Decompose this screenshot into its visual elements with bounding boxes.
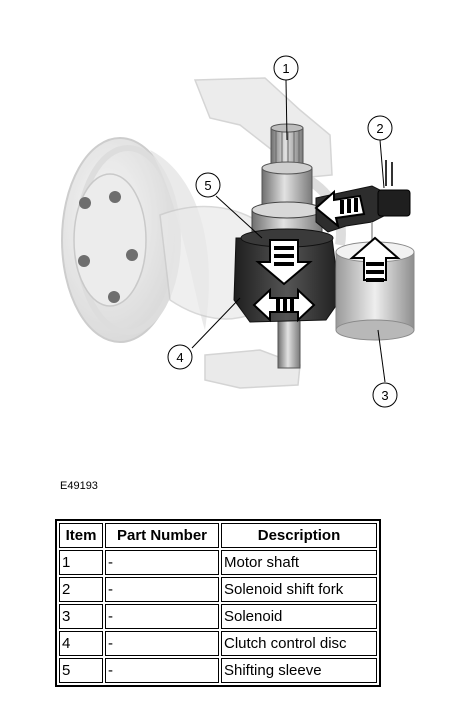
cell-item: 3 — [59, 604, 103, 629]
svg-text:3: 3 — [381, 388, 388, 403]
cell-description: Solenoid — [221, 604, 377, 629]
svg-text:5: 5 — [204, 178, 211, 193]
cell-description: Clutch control disc — [221, 631, 377, 656]
table-row: 5 - Shifting sleeve — [59, 658, 377, 683]
cell-item: 2 — [59, 577, 103, 602]
column-header-item: Item — [59, 523, 103, 548]
svg-text:4: 4 — [176, 350, 183, 365]
callout-3: 3 — [372, 382, 398, 408]
cell-part-number: - — [105, 577, 219, 602]
figure-id: E49193 — [60, 480, 98, 492]
column-header-description: Description — [221, 523, 377, 548]
callout-5: 5 — [195, 172, 221, 198]
cell-part-number: - — [105, 631, 219, 656]
arrow-left-right-icon — [252, 287, 316, 323]
svg-text:1: 1 — [282, 61, 289, 76]
column-header-part-number: Part Number — [105, 523, 219, 548]
cell-item: 4 — [59, 631, 103, 656]
cell-part-number: - — [105, 604, 219, 629]
cell-description: Shifting sleeve — [221, 658, 377, 683]
arrow-down-icon — [255, 239, 313, 286]
cell-description: Motor shaft — [221, 550, 377, 575]
component-illustration: 1 2 3 4 5 — [61, 55, 415, 408]
wheel-stud-group — [78, 191, 138, 303]
cell-item: 5 — [59, 658, 103, 683]
cell-part-number: - — [105, 658, 219, 683]
cell-part-number: - — [105, 550, 219, 575]
cell-description: Solenoid shift fork — [221, 577, 377, 602]
table-row: 3 - Solenoid — [59, 604, 377, 629]
arrow-up-icon — [349, 236, 401, 282]
table-row: 4 - Clutch control disc — [59, 631, 377, 656]
motor-shaft — [261, 123, 313, 369]
table-row: 2 - Solenoid shift fork — [59, 577, 377, 602]
table-header-row: Item Part Number Description — [59, 523, 377, 548]
parts-table: Item Part Number Description 1 - Motor s… — [55, 519, 381, 687]
table-row: 1 - Motor shaft — [59, 550, 377, 575]
cell-item: 1 — [59, 550, 103, 575]
brake-disc-ghost — [61, 137, 209, 343]
callout-4: 4 — [167, 344, 193, 370]
callout-1: 1 — [273, 55, 299, 81]
callout-2: 2 — [367, 115, 393, 141]
svg-text:2: 2 — [376, 121, 383, 136]
arrow-left-icon — [314, 189, 366, 229]
